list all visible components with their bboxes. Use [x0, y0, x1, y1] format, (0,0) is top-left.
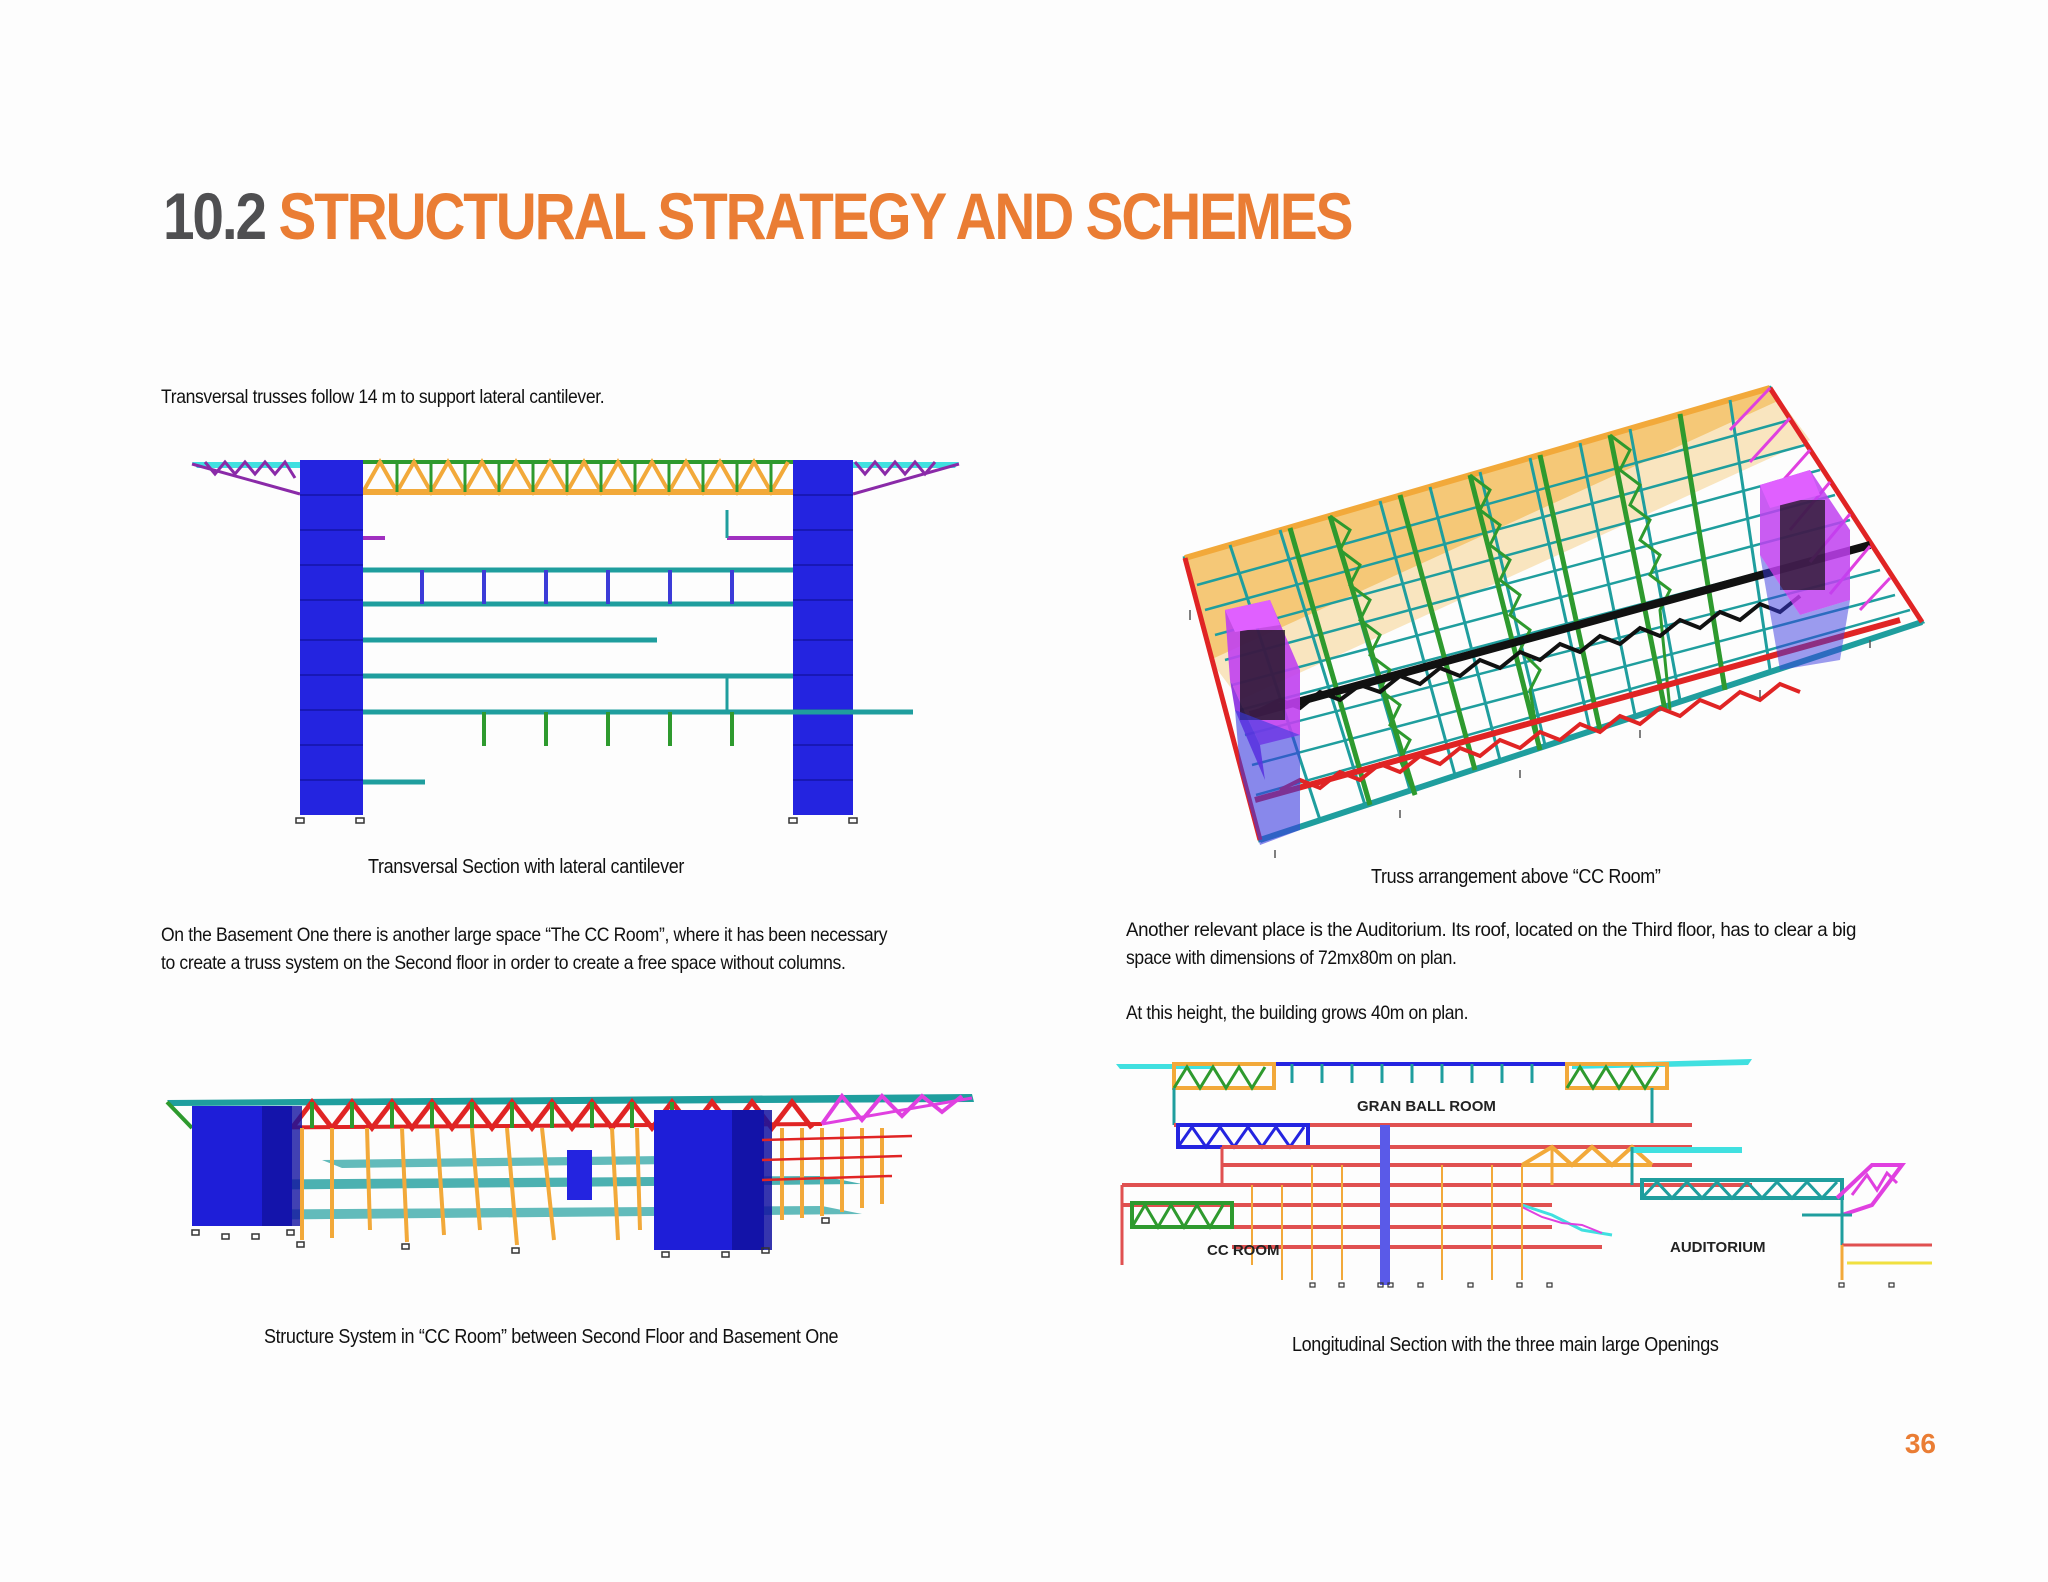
auditorium-label: AUDITORIUM: [1670, 1239, 1766, 1256]
auditorium-text-line1: Another relevant place is the Auditorium…: [1126, 919, 1856, 941]
page-number: 36: [1904, 1428, 1936, 1459]
structure-system-diagram: [165, 1092, 974, 1258]
height-text: At this height, the building grows 40m o…: [1126, 1002, 1469, 1024]
cc-room-text-line2: to create a truss system on the Second f…: [161, 952, 846, 974]
transversal-section-caption: Transversal Section with lateral cantile…: [368, 856, 684, 878]
gran-ball-room-label: GRAN BALL ROOM: [1357, 1098, 1496, 1115]
transversal-intro-text: Transversal trusses follow 14 m to suppo…: [161, 386, 605, 408]
section-number: 10.2: [163, 179, 267, 253]
section-title: STRUCTURAL STRATEGY AND SCHEMES: [278, 179, 1354, 253]
longitudinal-section-caption: Longitudinal Section with the three main…: [1292, 1334, 1719, 1356]
cc-room-label: CC ROOM: [1207, 1242, 1280, 1259]
truss-arrangement-diagram: [1182, 385, 1926, 858]
page-title: 10.2 STRUCTURAL STRATEGY AND SCHEMES: [163, 178, 1354, 254]
longitudinal-section-diagram: GRAN BALL ROOM CC ROOM AUDITORIUM: [1116, 1059, 1932, 1288]
cc-room-text-line1: On the Basement One there is another lar…: [161, 924, 888, 946]
structure-system-caption: Structure System in “CC Room” between Se…: [264, 1326, 839, 1348]
truss-arrangement-caption: Truss arrangement above “CC Room”: [1371, 866, 1661, 888]
transversal-section-diagram: [191, 457, 960, 824]
auditorium-text-line2: space with dimensions of 72mx80m on plan…: [1126, 947, 1457, 969]
